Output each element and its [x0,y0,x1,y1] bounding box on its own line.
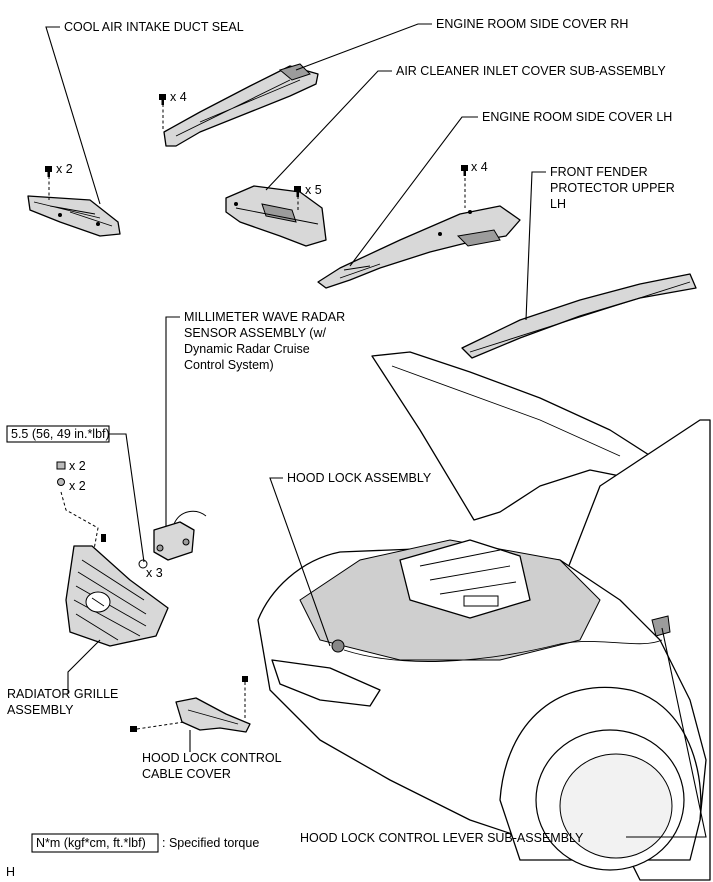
engine-room-side-cover-rh-part [163,63,319,147]
label-engine-room-side-cover-rh: ENGINE ROOM SIDE COVER RH [436,17,628,31]
vehicle-front-illustration [257,351,711,881]
legend-box-text: N*m (kgf*cm, ft.*lbf) [36,836,146,850]
side-cover-rh-clip-count: x 4 [170,90,187,104]
cool-air-intake-duct-seal-part [27,195,121,237]
grille-clip-b-count: x 2 [69,479,86,493]
air-cleaner-inlet-cover-part [225,185,327,247]
label-hood-lock-assembly: HOOD LOCK ASSEMBLY [287,471,432,485]
label-radar-line-4: Control System) [184,358,274,372]
grille-clips: x 2 x 2 [56,459,106,561]
label-radiator-grille-line-2: ASSEMBLY [7,703,74,717]
clip-icon [45,166,52,200]
label-cool-air-intake-duct-seal: COOL AIR INTAKE DUCT SEAL [64,20,244,34]
clip-icon [294,186,301,212]
millimeter-wave-radar-sensor-part [153,510,207,561]
label-air-cleaner-inlet-cover: AIR CLEANER INLET COVER SUB-ASSEMBLY [396,64,666,78]
clip-icon [159,94,166,130]
torque-spec-box: 5.5 (56, 49 in.*lbf) [6,425,110,443]
label-front-fender-line-2: PROTECTOR UPPER [550,181,675,195]
label-radar-line-3: Dynamic Radar Cruise [184,342,310,356]
label-front-fender-line-1: FRONT FENDER [550,165,648,179]
label-cable-cover-line-1: HOOD LOCK CONTROL [142,751,282,765]
label-front-fender-line-3: LH [550,197,566,211]
front-fender-protector-part [461,273,697,359]
label-radar-line-1: MILLIMETER WAVE RADAR [184,310,345,324]
bolt-icon [138,559,148,569]
side-cover-lh-clip-count: x 4 [471,160,488,174]
footer-code: H [6,865,15,879]
hood-lock-control-cable-cover-part [175,697,251,733]
label-radar-line-2: SENSOR ASSEMBLY (w/ [184,326,326,340]
label-hood-lock-control-lever: HOOD LOCK CONTROL LEVER SUB-ASSEMBLY [300,831,584,845]
inlet-cover-clip-count: x 5 [305,183,322,197]
radiator-grille-part [65,545,169,647]
legend-description: : Specified torque [162,836,259,850]
engine-room-side-cover-lh-part [317,205,521,289]
torque-spec-value: 5.5 (56, 49 in.*lbf) [11,427,110,441]
torque-legend: N*m (kgf*cm, ft.*lbf) : Specified torque [31,833,259,853]
grille-clip-a-count: x 2 [69,459,86,473]
radar-bolt-count: x 3 [146,566,163,580]
clip-icon [461,165,468,208]
label-cable-cover-line-2: CABLE COVER [142,767,231,781]
label-radiator-grille-line-1: RADIATOR GRILLE [7,687,118,701]
duct-seal-clip-count: x 2 [56,162,73,176]
label-engine-room-side-cover-lh: ENGINE ROOM SIDE COVER LH [482,110,672,124]
bolt-icon [130,676,248,732]
